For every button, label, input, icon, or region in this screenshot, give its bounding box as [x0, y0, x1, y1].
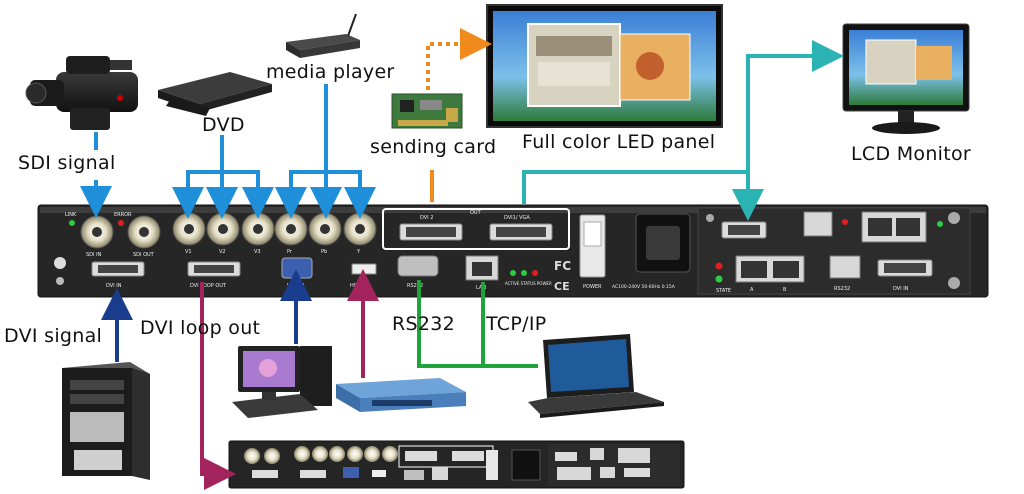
rs232-text: RS232: [407, 283, 423, 289]
sdi-out-text: SDI OUT: [133, 252, 155, 258]
sdi-in-text: SDI IN: [86, 252, 102, 258]
lcd-monitor-label: LCD Monitor: [851, 143, 972, 165]
link-text: LINK: [65, 212, 77, 218]
sending-card-label: sending card: [370, 136, 497, 158]
sdi-in-connector: [80, 215, 114, 249]
dvd-label: DVD: [202, 114, 245, 136]
camcorder-icon: [25, 56, 138, 130]
pb-connector: [308, 212, 342, 246]
media-player-icon: [286, 13, 360, 58]
lcd-arrows: [522, 40, 844, 221]
sdi-signal-label: SDI signal: [18, 152, 116, 174]
svg-text:CE: CE: [554, 280, 570, 293]
active-text: ACTIVE STATUS POWER: [505, 281, 552, 286]
dvi-loop-out-label: DVI loop out: [140, 317, 261, 339]
hdmi-in-text: HDMI IN: [350, 283, 370, 289]
media-player-label: media player: [266, 61, 395, 83]
pb-text: Pb: [321, 249, 327, 255]
svg-text:FC: FC: [554, 259, 571, 273]
pr-text: Pr: [287, 249, 293, 255]
v3-text: V3: [254, 249, 261, 255]
v3-connector: [241, 212, 275, 246]
y-connector: [343, 212, 377, 246]
dvi2-text: DVI 2: [420, 215, 433, 221]
vga-in-port: [281, 257, 313, 279]
link-led: [69, 220, 75, 226]
video-processor-panel: LINK ERROR SDI IN SDI OUT V1 V2 V3 Pr Pb…: [37, 204, 989, 298]
port-b-text: B: [783, 287, 787, 293]
dvi-signal-label: DVI signal: [4, 325, 103, 347]
error-led: [118, 220, 124, 226]
desktop-computer-icon: [232, 346, 332, 418]
media-player-arrows: [275, 84, 376, 219]
cascaded-processor-panel: [228, 440, 685, 489]
lcd-monitor-icon: [842, 23, 970, 134]
pr-connector: [274, 212, 308, 246]
dvi-loop-out-arrow: [200, 282, 236, 490]
v1-connector: [172, 212, 206, 246]
control-lines: [417, 280, 538, 368]
pc-tower-icon: [62, 362, 150, 480]
y-text: Y: [356, 249, 361, 255]
rs232-right-text: RS232: [834, 286, 850, 292]
dvi-loop-out-text: DVI LOOP OUT: [190, 283, 227, 289]
dvd-player-icon: [158, 72, 272, 116]
hdmi-in-port: [351, 263, 377, 275]
out-text: OUT: [470, 210, 482, 216]
tcp-ip-label: TCP/IP: [486, 313, 547, 335]
dvd-arrows: [172, 135, 274, 219]
rs232-label: RS232: [392, 313, 456, 335]
ac-text: AC100-240V 50-60Hz 0.15A: [612, 284, 676, 290]
laptop-icon: [528, 334, 664, 418]
v2-text: V2: [219, 249, 226, 255]
port-a-text: A: [750, 287, 754, 293]
dvi-in-text: DVI IN: [106, 283, 122, 289]
sending-card-arrow: [426, 28, 492, 90]
out-section: [382, 208, 570, 250]
v1-text: V1: [185, 249, 192, 255]
sdi-out-connector: [127, 215, 161, 249]
error-text: ERROR: [114, 212, 132, 218]
state-text: STATE: [716, 288, 731, 294]
led-panel-label: Full color LED panel: [522, 131, 716, 153]
dvi-in-right-text: DVI IN: [893, 286, 909, 292]
rs232-port: [397, 255, 439, 277]
dvi1-vga-text: DVI1/ VGA: [504, 215, 530, 221]
led-panel-display: [486, 4, 723, 128]
v2-connector: [206, 212, 240, 246]
network-switch-icon: [336, 378, 466, 412]
power-text: POWER: [583, 284, 602, 290]
sending-card-icon: [391, 93, 463, 129]
